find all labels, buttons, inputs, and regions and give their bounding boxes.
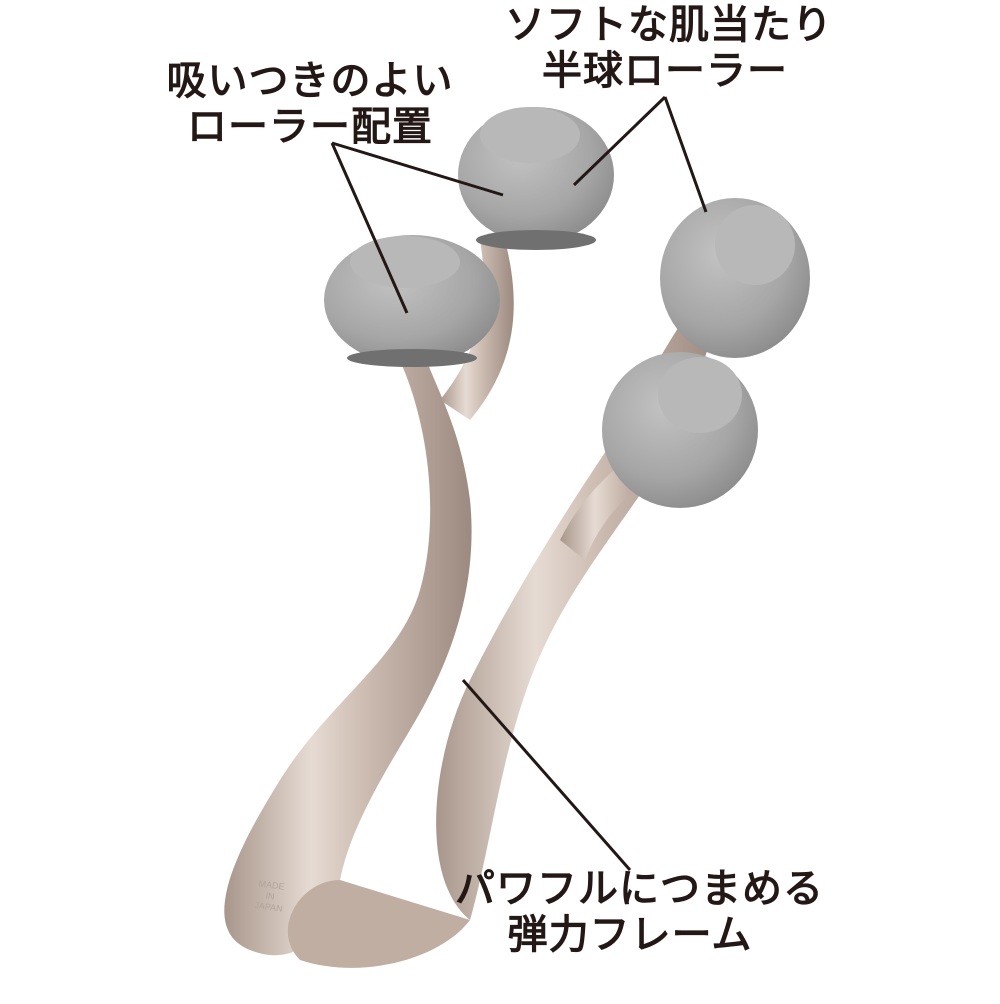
- leader-line-suction-left: [330, 142, 409, 314]
- annotation-line: 弾力フレーム: [507, 912, 753, 958]
- leader-lines: [330, 95, 708, 871]
- annotation-line: 半球ローラー: [542, 48, 788, 94]
- annotation-suction-roller-layout: 吸いつきのよい ローラー配置: [160, 58, 460, 150]
- frame-left: [224, 340, 472, 956]
- annotation-elastic-frame: パワフルにつまめる 弾力フレーム: [455, 866, 824, 958]
- leader-line-soft-right: [663, 96, 708, 213]
- annotation-line: ソフトな肌当たり: [505, 2, 833, 48]
- annotation-soft-hemisphere-roller: ソフトな肌当たり 半球ローラー: [505, 2, 833, 94]
- leader-line-frame: [461, 679, 632, 871]
- annotation-line: パワフルにつまめる: [455, 866, 824, 912]
- annotation-line: ローラー配置: [187, 104, 433, 150]
- leader-line-suction-top: [331, 141, 504, 197]
- roller-left: [324, 235, 500, 367]
- roller-right-bottom: [602, 352, 758, 508]
- annotation-line: 吸いつきのよい: [166, 58, 454, 104]
- roller-top: [458, 107, 614, 250]
- leader-line-soft-top: [572, 95, 667, 187]
- engraving-line: IN: [264, 890, 276, 902]
- roller-right-top: [660, 198, 810, 358]
